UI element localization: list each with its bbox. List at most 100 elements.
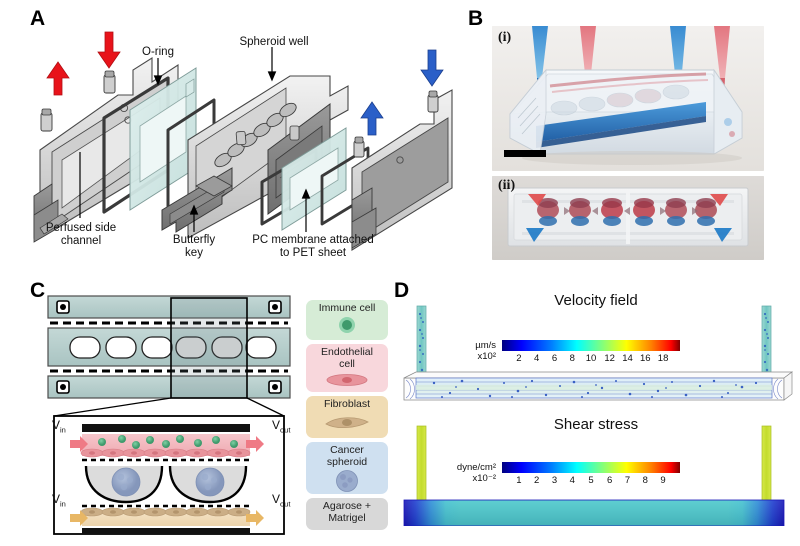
figure-canvas: A <box>0 0 794 535</box>
device-overview <box>47 295 291 417</box>
shear-tick-9: 9 <box>660 475 666 486</box>
velocity-field-simulation <box>403 305 794 401</box>
spheroid-wells <box>84 465 248 504</box>
legend-item-immune-cell: Immune cell <box>306 300 388 340</box>
velocity-tick-12: 12 <box>604 353 615 364</box>
overview-screw-top-left <box>56 300 70 314</box>
shear-tick-8: 8 <box>642 475 648 486</box>
panel-a: A <box>0 0 460 272</box>
velocity-field-title: Velocity field <box>554 292 638 309</box>
cancer-spheroid-icon <box>336 469 358 492</box>
label-perfused-line-1: Perfused side <box>45 222 117 234</box>
velocity-unit-line-1: µm/s <box>475 340 496 351</box>
flow-arrow-vin-top <box>70 436 88 452</box>
legend-label-endothelial-2: cell <box>339 357 355 370</box>
photo-sublabel-i: (i) <box>498 30 512 45</box>
v-out-top-subscript: out <box>280 425 291 435</box>
velocity-colorbar-ticks: 2 4 6 8 10 12 14 16 18 <box>502 353 680 365</box>
photo-device-perspective: (i) <box>492 26 764 171</box>
label-v-out-bottom: Vout <box>272 492 290 508</box>
panel-c-device-schematic <box>47 295 291 535</box>
legend-item-cancer-spheroid: Cancer spheroid <box>306 442 388 494</box>
velocity-colorbar <box>502 340 680 351</box>
panel-d-letter: D <box>394 279 410 302</box>
overview-screw-bottom-right <box>268 380 282 394</box>
legend-label-fibroblast: Fibroblast <box>323 398 371 410</box>
shear-tick-1: 1 <box>516 475 522 486</box>
velocity-tick-16: 16 <box>639 353 651 364</box>
label-spheroid-well: Spheroid well <box>239 36 309 48</box>
v-in-bottom-subscript: in <box>60 499 66 509</box>
shear-stress-title: Shear stress <box>553 416 639 433</box>
overview-screw-top-right <box>268 300 282 314</box>
flow-arrow-vout-bottom <box>246 510 264 526</box>
flow-arrow-red-up <box>46 61 70 96</box>
legend-label-agarose-2: Matrigel <box>328 511 366 524</box>
photo-sublabel-ii: (ii) <box>498 178 516 193</box>
shear-tick-5: 5 <box>588 475 594 486</box>
flow-arrow-blue-up <box>360 101 384 136</box>
velocity-tick-18: 18 <box>657 353 669 364</box>
immune-cell-icon <box>339 316 355 333</box>
label-o-ring: O-ring <box>142 46 174 58</box>
shear-colorbar-unit: dyne/cm² x10⁻² <box>438 462 496 484</box>
v-in-top-subscript: in <box>60 425 66 435</box>
velocity-tick-6: 6 <box>551 353 558 364</box>
immune-cells-in-flow <box>98 435 238 449</box>
velocity-tick-14: 14 <box>622 353 633 364</box>
butterfly-key <box>161 167 233 233</box>
panel-b-letter: B <box>468 7 484 30</box>
scale-bar <box>504 150 546 157</box>
panel-a-letter: A <box>30 7 46 30</box>
velocity-colorbar-unit: µm/s x10² <box>450 340 496 362</box>
shear-stress-simulation <box>403 425 785 526</box>
legend-label-immune-cell: Immune cell <box>318 302 376 314</box>
v-in-top-letter: V <box>52 418 61 432</box>
legend-label-cancer-2: spheroid <box>326 455 368 468</box>
label-perfused-line-2: channel <box>60 235 102 248</box>
label-membrane-line-2: to PET sheet <box>279 247 347 260</box>
v-in-bottom-letter: V <box>52 492 61 506</box>
v-out-top-letter: V <box>272 418 281 432</box>
shear-tick-3: 3 <box>551 475 558 486</box>
legend-label-cancer-1: Cancer <box>330 444 364 456</box>
panel-c-letter: C <box>30 279 46 302</box>
photo-device-top-view: (ii) <box>492 176 764 260</box>
flow-arrow-vin-bottom <box>70 510 88 526</box>
fibroblast-icon <box>325 417 369 428</box>
shear-tick-7: 7 <box>624 475 631 486</box>
right-outlet-plate <box>351 89 453 251</box>
label-butterfly-line-1: Butterfly <box>172 234 216 246</box>
flow-arrow-blue-down <box>420 49 444 87</box>
legend-item-agarose-matrigel: Agarose + Matrigel <box>306 498 388 530</box>
pc-membrane-pet-sheet <box>281 127 347 231</box>
panel-c: C <box>0 276 396 535</box>
shear-unit-line-2: x10⁻² <box>472 473 497 485</box>
label-v-in-bottom: Vin <box>52 492 66 508</box>
label-perfused-side-channel: Perfused side channel <box>22 222 140 248</box>
velocity-tick-10: 10 <box>585 353 597 364</box>
label-v-in-top: Vin <box>52 418 66 434</box>
legend-label-endothelial-1: Endothelial <box>321 346 373 358</box>
shear-tick-2: 2 <box>534 475 540 486</box>
velocity-tick-2: 2 <box>516 353 522 364</box>
endothelial-cell-icon <box>326 373 368 386</box>
flow-arrow-red-down <box>97 31 121 69</box>
overview-screw-bottom-left <box>56 380 70 394</box>
label-butterfly-key: Butterfly key <box>156 234 232 260</box>
device-inset-cross-section <box>53 415 285 535</box>
flow-arrow-vout-top <box>246 436 264 452</box>
shear-colorbar <box>502 462 680 473</box>
shear-unit-line-1: dyne/cm² <box>456 462 496 473</box>
v-out-bottom-subscript: out <box>280 499 291 509</box>
velocity-tick-8: 8 <box>569 353 575 364</box>
label-membrane-line-1: PC membrane attached <box>252 234 374 246</box>
velocity-unit-line-2: x10² <box>477 351 496 363</box>
panel-a-exploded-assembly-diagram <box>33 31 453 251</box>
velocity-tick-4: 4 <box>534 353 540 364</box>
label-v-out-top: Vout <box>272 418 290 434</box>
legend-item-fibroblast: Fibroblast <box>306 396 388 438</box>
shear-colorbar-ticks: 1 2 3 4 5 6 7 8 9 <box>502 475 680 487</box>
legend-label-agarose-1: Agarose + <box>322 500 372 512</box>
shear-tick-6: 6 <box>607 475 613 486</box>
